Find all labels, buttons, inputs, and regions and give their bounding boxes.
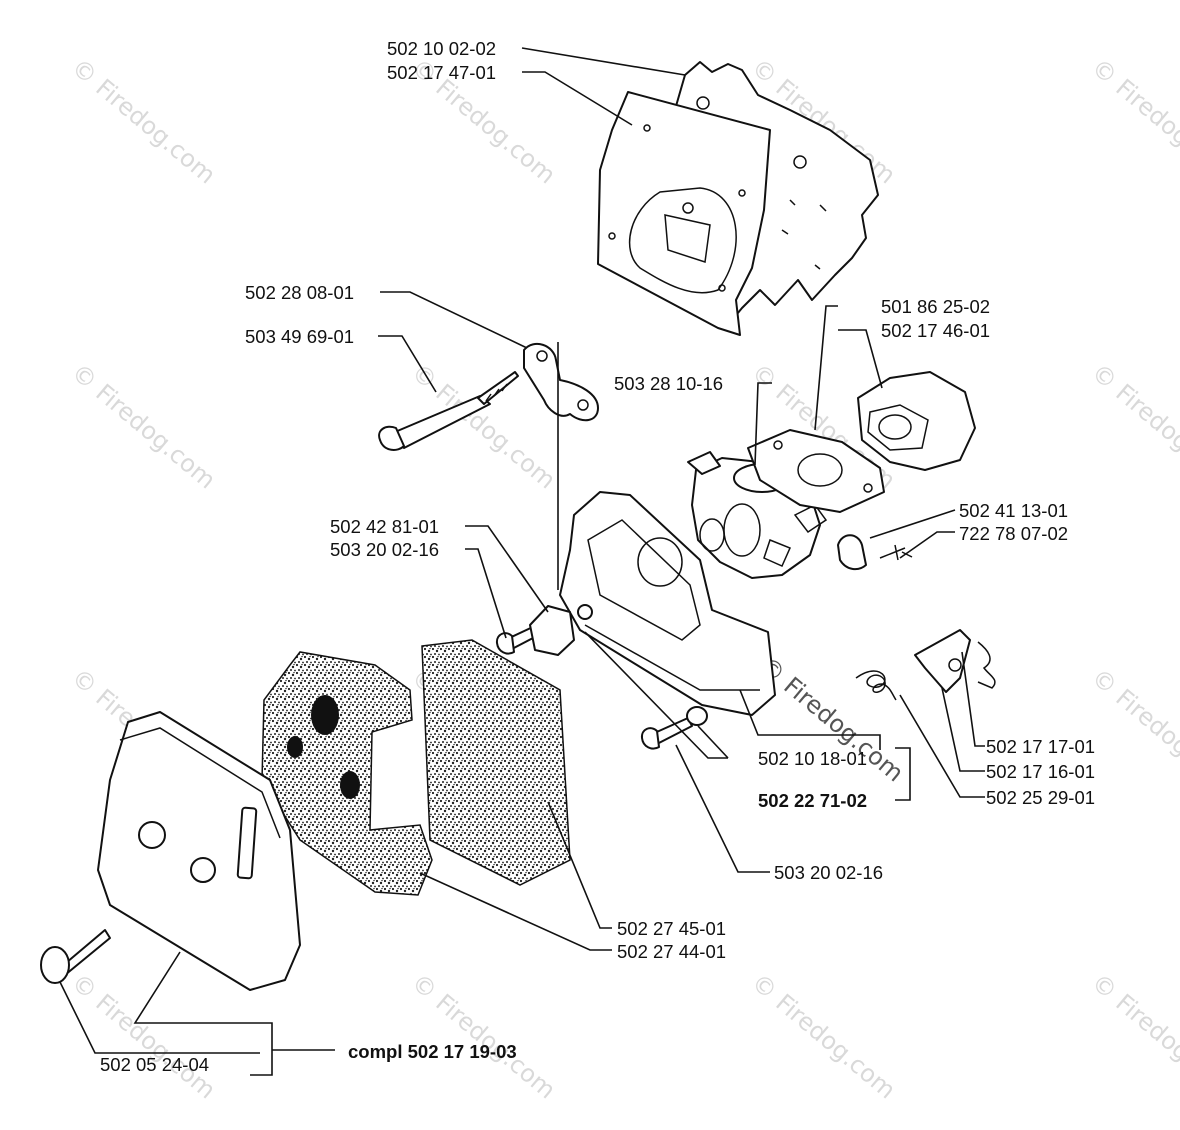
washer-clip-part: [529, 605, 575, 656]
gasket-front-part: [597, 91, 771, 336]
part-number-label: 503 20 02-16: [330, 539, 439, 560]
intake-bolt-part: [378, 371, 519, 451]
part-number-labels: 502 10 02-02 502 17 47-01 502 28 08-01 5…: [100, 38, 1095, 1075]
part-number-label: 502 41 13-01: [959, 500, 1068, 521]
watermark-text: © Firedog.com: [1086, 53, 1180, 189]
watermark-text: © Firedog.com: [1086, 663, 1180, 799]
choke-clip-part: [837, 534, 913, 571]
part-number-label: 502 05 24-04: [100, 1054, 209, 1075]
watermark-text: © Firedog.com: [66, 358, 221, 494]
choke-lever-part: [914, 629, 971, 693]
filter-base-part: [559, 491, 776, 716]
kit-number-label: compl 502 17 19-03: [348, 1041, 517, 1062]
part-number-label: 502 25 29-01: [986, 787, 1095, 808]
kit-number-label: 502 22 71-02: [758, 790, 867, 811]
choke-spring-part: [855, 670, 897, 701]
part-number-label: 502 17 17-01: [986, 736, 1095, 757]
cover-knob-part: [40, 929, 111, 984]
intake-plate-part: [523, 342, 599, 422]
part-number-label: 503 20 02-16: [774, 862, 883, 883]
flange-gasket-part: [747, 429, 885, 513]
watermark-text: © Firedog.com: [66, 968, 221, 1104]
filter-cover-part: [97, 711, 301, 991]
part-number-label: 502 10 18-01: [758, 748, 867, 769]
watermark-text: © Firedog.com: [406, 968, 561, 1104]
watermark-text: © Firedog.com: [66, 53, 221, 189]
part-number-label: 503 49 69-01: [245, 326, 354, 347]
leader-lines: [59, 47, 985, 1076]
screw-lower-part: [640, 706, 708, 750]
part-number-label: 501 86 25-02: [881, 296, 990, 317]
part-number-label: 502 10 02-02: [387, 38, 496, 59]
part-number-label: 502 17 16-01: [986, 761, 1095, 782]
choke-pin-part: [977, 641, 996, 689]
foam-filter-part: [421, 639, 571, 886]
part-number-label: 722 78 07-02: [959, 523, 1068, 544]
watermark-text: © Firedog.com: [1086, 968, 1180, 1104]
foam-filter-large-part: [261, 651, 433, 896]
part-number-label: 502 42 81-01: [330, 516, 439, 537]
part-number-label: 502 17 46-01: [881, 320, 990, 341]
part-number-label: 502 17 47-01: [387, 62, 496, 83]
intake-spacer-part: [857, 371, 976, 471]
part-number-label: 502 27 45-01: [617, 918, 726, 939]
part-number-label: 502 28 08-01: [245, 282, 354, 303]
part-number-label: 502 27 44-01: [617, 941, 726, 962]
part-number-label: 503 28 10-16: [614, 373, 723, 394]
watermark-text: © Firedog.com: [1086, 358, 1180, 494]
watermark-text: © Firedog.com: [746, 968, 901, 1104]
